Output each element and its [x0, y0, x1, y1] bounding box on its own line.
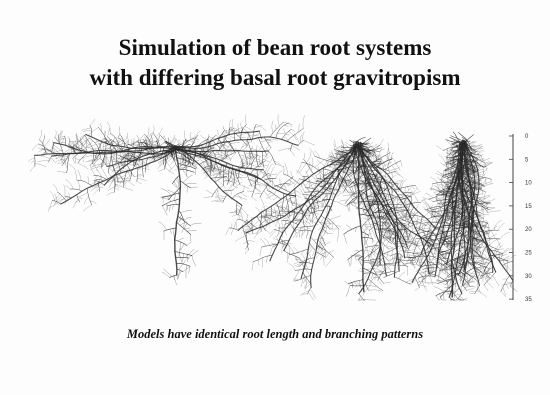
depth-tick-label: 35 [525, 297, 532, 303]
slide-caption: Models have identical root length and br… [0, 327, 550, 342]
intermediate-root-system [226, 137, 455, 300]
depth-scale: 0 5 10 15 20 25 30 35 [509, 134, 532, 303]
shallow-root-system [28, 115, 315, 285]
depth-tick-label: 30 [525, 274, 532, 280]
depth-tick-label: 25 [525, 251, 532, 257]
depth-tick-label: 10 [525, 181, 532, 187]
depth-tick-label: 20 [525, 227, 532, 233]
depth-tick-label: 0 [525, 134, 529, 140]
depth-tick-label: 5 [525, 157, 529, 163]
depth-tick-label: 15 [525, 204, 532, 210]
